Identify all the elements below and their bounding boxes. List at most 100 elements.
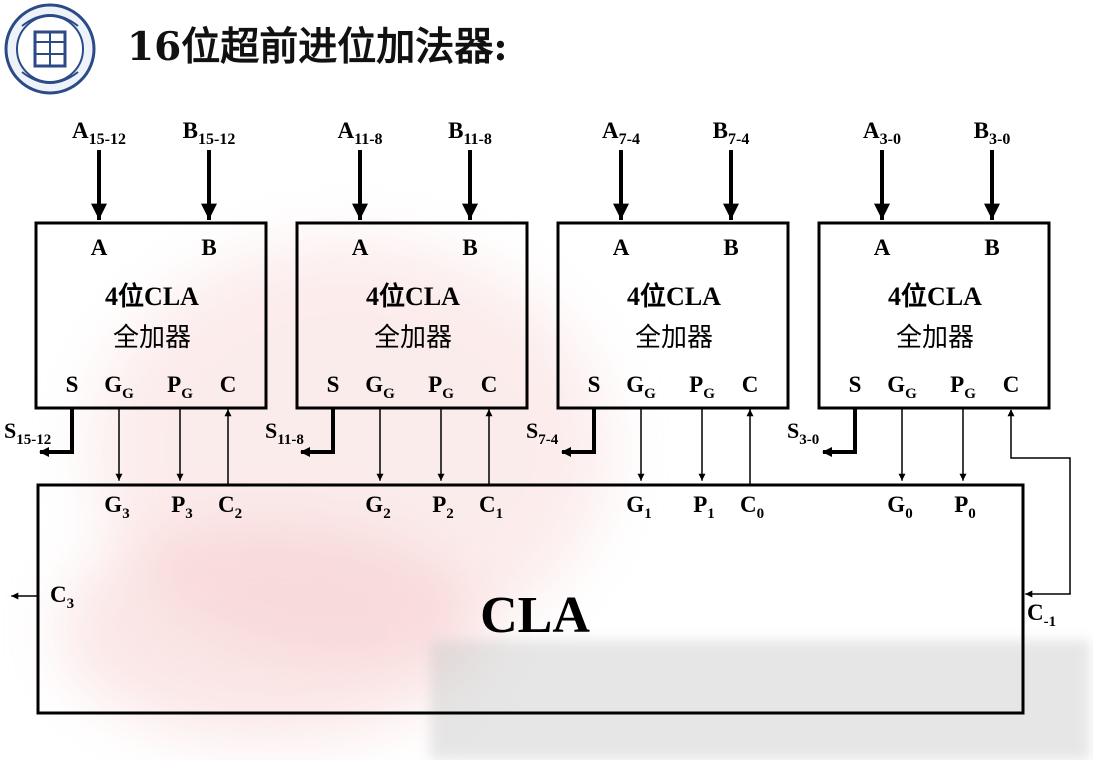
input-a-label: A3-0 [863, 118, 901, 148]
sum-output-label: S15-12 [4, 418, 51, 448]
cla-adder-block [556, 221, 790, 410]
port-gg-label-sub: G [383, 386, 395, 402]
adder-title-line1: 4位CLA [105, 281, 199, 311]
sum-output-arrow [561, 408, 596, 457]
adder-title-line2: 全加器 [635, 323, 713, 352]
input-b-label-main: B [713, 118, 728, 143]
port-a-label: A [613, 235, 630, 260]
cla-g-label: G3 [104, 492, 129, 522]
cla-c-label-main: C [218, 492, 235, 517]
port-gg-label: GG [626, 372, 656, 402]
port-pg-label: PG [167, 372, 193, 402]
cla-c-label-main: C [740, 492, 757, 517]
adder-title-line2: 全加器 [896, 323, 974, 352]
cla-unit-label: CLA [480, 587, 590, 644]
input-b-label-main: B [183, 118, 198, 143]
sum-output-arrow [822, 408, 857, 457]
sum-output-arrow [39, 408, 74, 457]
port-c-label: C [220, 372, 237, 397]
port-b-label: B [462, 235, 477, 260]
input-a-label-sub: 3-0 [880, 131, 901, 148]
university-seal-icon [2, 2, 98, 96]
input-a-label-sub: 7-4 [619, 131, 640, 148]
sum-output-label-sub: 7-4 [538, 432, 558, 448]
input-b-label-sub: 15-12 [198, 131, 235, 148]
carry-in-label-main: C [1027, 600, 1044, 625]
carry-in-label: C-1 [1027, 600, 1056, 630]
cla-g-label-sub: 0 [905, 506, 913, 522]
adder-title-line1: 4位CLA [888, 281, 982, 311]
port-gg-label: GG [887, 372, 917, 402]
port-gg-label: GG [104, 372, 134, 402]
adder-title-line2: 全加器 [113, 323, 191, 352]
input-a-label: A15-12 [72, 118, 126, 148]
port-b-label: B [201, 235, 216, 260]
sum-output-label-sub: 3-0 [799, 432, 819, 448]
adder-title-line2: 全加器 [374, 323, 452, 352]
port-gg-label-sub: G [122, 386, 134, 402]
input-b-label: B11-8 [448, 118, 492, 148]
port-b-label: B [984, 235, 999, 260]
cla-g-label: G2 [365, 492, 390, 522]
watermark-blob [60, 520, 480, 740]
cla-p-label-sub: 1 [707, 506, 715, 522]
cla-g-label-main: G [104, 492, 122, 517]
input-b-label: B3-0 [974, 118, 1011, 148]
carry-out-label-main: C [50, 582, 67, 607]
input-a-label-sub: 15-12 [89, 131, 126, 148]
cla-g-label-sub: 1 [644, 506, 652, 522]
input-b-label: B7-4 [713, 118, 750, 148]
cla-g-label-sub: 2 [383, 506, 391, 522]
port-pg-label-main: P [428, 372, 442, 397]
input-a-label-main: A [863, 118, 880, 143]
input-b-label-main: B [974, 118, 989, 143]
sum-output-label: S7-4 [526, 418, 559, 448]
input-a-label-main: A [72, 118, 89, 143]
carry-out-label-sub: 3 [67, 596, 75, 612]
port-a-label: A [874, 235, 891, 260]
sum-output-label-main: S [4, 418, 16, 443]
port-gg-label-main: G [626, 372, 644, 397]
cla-c-label: C0 [740, 492, 764, 522]
port-pg-label: PG [950, 372, 976, 402]
cla-c-label-sub: 2 [235, 506, 243, 522]
page-title: 16位超前进位加法器: [127, 24, 508, 70]
input-a-label-sub: 11-8 [354, 131, 382, 148]
port-pg-label-main: P [167, 372, 181, 397]
cla-g-label: G1 [626, 492, 651, 522]
cla-p-label: P2 [432, 492, 454, 522]
port-gg-label-main: G [887, 372, 905, 397]
port-pg-label-sub: G [703, 386, 715, 402]
port-pg-label-main: P [689, 372, 703, 397]
cla-p-label-sub: 0 [968, 506, 976, 522]
cla-c-label-sub: 1 [496, 506, 504, 522]
carry-in-label-sub: -1 [1044, 614, 1057, 630]
port-pg-label: PG [689, 372, 715, 402]
cla-p-label-main: P [432, 492, 446, 517]
input-b-label-sub: 3-0 [989, 131, 1010, 148]
sum-output-label-sub: 15-12 [16, 432, 51, 448]
input-a-label-main: A [602, 118, 619, 143]
input-b-label-sub: 11-8 [463, 131, 491, 148]
cla-c-label-sub: 0 [757, 506, 765, 522]
sum-output-label-sub: 11-8 [277, 432, 304, 448]
cla-p-label-main: P [171, 492, 185, 517]
cla-p-label-sub: 2 [446, 506, 454, 522]
cla-p-label-sub: 3 [185, 506, 193, 522]
sum-output-arrow [300, 408, 335, 457]
port-c-label: C [742, 372, 759, 397]
input-a-label: A11-8 [337, 118, 382, 148]
port-c-label: C [1003, 372, 1020, 397]
cla-p-label: P0 [954, 492, 976, 522]
port-pg-label-sub: G [442, 386, 454, 402]
cla-g-label: G0 [887, 492, 912, 522]
port-pg-label-main: P [950, 372, 964, 397]
port-gg-label-sub: G [644, 386, 656, 402]
port-pg-label-sub: G [964, 386, 976, 402]
cla-g-label-main: G [365, 492, 383, 517]
cla-g-label-main: G [887, 492, 905, 517]
input-b-label-sub: 7-4 [728, 131, 749, 148]
port-pg-label-sub: G [181, 386, 193, 402]
watermark-blob [90, 240, 610, 660]
